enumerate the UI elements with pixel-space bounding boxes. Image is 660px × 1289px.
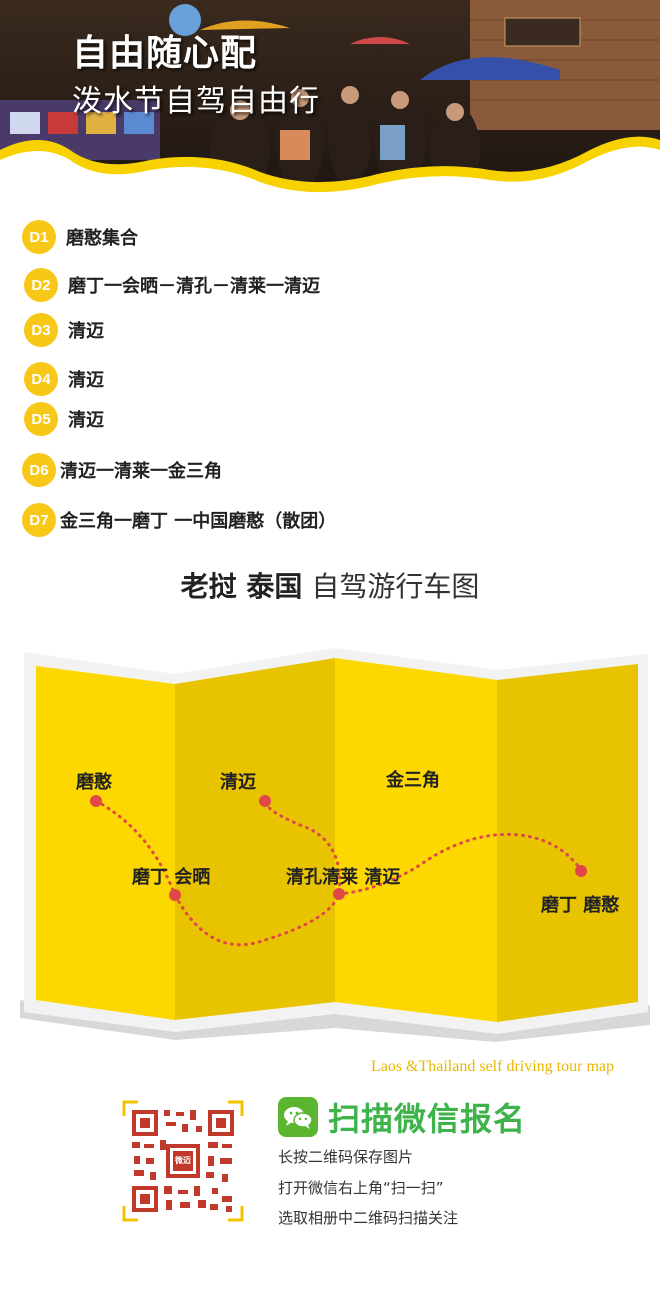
signup-header: 扫描微信报名 [278,1094,526,1140]
day-route: 清迈一清莱一金三角 [60,461,222,482]
day-badge: D6 [22,453,56,487]
hero-subtitle: 泼水节自驾自由行 [72,84,320,119]
day-badge: D2 [24,268,58,302]
map-caption-english: Laos &Thailand self driving tour map [370,1058,614,1075]
itinerary-day-1: D1 磨憨集合 [22,220,138,254]
marker-boten-huayxay [169,889,181,901]
day-badge: D4 [24,362,58,396]
signup-tip-2: 打开微信右上角“扫一扫” [278,1179,444,1197]
signup-tip-1: 长按二维码保存图片 [278,1148,414,1166]
night-market-photo [0,0,660,210]
day-route: 磨憨集合 [66,228,138,249]
day-route: 清迈 [68,410,104,431]
hero-title: 自由随心配 [72,33,258,74]
itinerary-day-7: D7 金三角一磨丁 一中国磨憨（散团） [22,503,336,537]
city-label-golden-triangle: 金三角 [386,770,440,791]
qr-logo-text: 微迈 [175,1156,191,1165]
map-title-label: 自驾游行车图 [311,570,480,603]
folded-map-graphic [20,648,650,1042]
itinerary-day-2: D2 磨丁一会晒－清孔－清莱一清迈 [24,268,320,302]
marker-boten-mohan [575,865,587,877]
map-title-countries: 老挝 泰国 [180,570,303,603]
marker-mohan [90,795,102,807]
city-label-boten-mohan: 磨丁 磨憨 [541,895,620,916]
day-route: 清迈 [68,321,104,342]
day-route: 金三角一磨丁 一中国磨憨（散团） [60,511,337,532]
hero-banner: 自由随心配 泼水节自驾自由行 [0,0,660,210]
qr-code[interactable]: 微迈 [122,1100,244,1222]
day-badge: D7 [22,503,56,537]
route-map: 磨憨 清迈 金三角 磨丁 会晒 清孔清莱 清迈 磨丁 磨憨 [0,640,660,1050]
itinerary-day-6: D6 清迈一清莱一金三角 [22,453,222,487]
marker-chiangmai [259,795,271,807]
day-badge: D3 [24,313,58,347]
city-label-boten-huayxay: 磨丁 会晒 [132,867,211,888]
day-badge: D1 [22,220,56,254]
qr-code-graphic [122,1100,244,1222]
signup-title: 扫描微信报名 [328,1100,527,1138]
marker-chiangkhong [333,888,345,900]
itinerary-day-3: D3 清迈 [24,313,104,347]
day-badge: D5 [24,402,58,436]
wechat-icon [278,1097,318,1137]
city-label-chiangkhong: 清孔清莱 清迈 [286,867,401,888]
itinerary-day-4: D4 清迈 [24,362,104,396]
day-route: 清迈 [68,370,104,391]
day-route: 磨丁一会晒－清孔－清莱一清迈 [68,276,320,297]
map-title: 老挝 泰国 自驾游行车图 [0,565,660,605]
city-label-mohan: 磨憨 [76,772,112,793]
city-label-chiangmai: 清迈 [220,772,256,793]
itinerary-day-5: D5 清迈 [24,402,104,436]
signup-tip-3: 选取相册中二维码扫描关注 [278,1209,459,1227]
